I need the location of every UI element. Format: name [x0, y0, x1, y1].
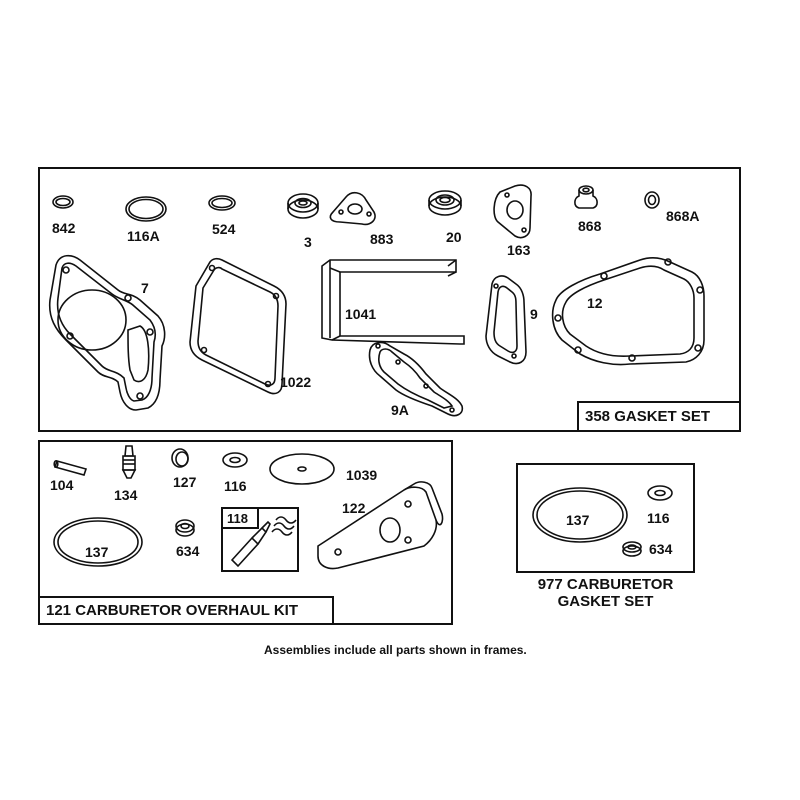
gasket-12-drawing: [551, 257, 705, 366]
label-137b: 137: [566, 512, 590, 528]
label-104: 104: [50, 477, 74, 493]
label-122: 122: [342, 500, 366, 516]
ring-116a-drawing: [125, 196, 167, 222]
washer-634b-drawing: [622, 541, 642, 557]
needle-134-drawing: [121, 445, 137, 479]
washer-116-drawing: [222, 452, 248, 468]
needle-valve-118-drawing: [230, 516, 297, 568]
label-116b: 116: [647, 510, 670, 526]
assemblies-caption: Assemblies include all parts shown in fr…: [264, 643, 527, 657]
spacer-122-drawing: [317, 481, 444, 570]
label-9: 9: [530, 306, 538, 322]
label-127: 127: [173, 474, 197, 490]
label-1039: 1039: [346, 467, 378, 483]
gasket-set-frame: [38, 167, 741, 432]
label-137: 137: [85, 544, 109, 560]
label-634: 634: [176, 543, 200, 559]
gasket-883-drawing: [329, 191, 376, 226]
seal-3-drawing: [287, 193, 319, 219]
label-524: 524: [212, 221, 236, 237]
ring-524-drawing: [208, 195, 236, 211]
gasket-163-drawing: [493, 184, 532, 239]
washer-868a-drawing: [644, 191, 660, 209]
ring-842-drawing: [52, 195, 74, 209]
label-9a: 9A: [391, 402, 409, 418]
label-12: 12: [587, 295, 603, 311]
plug-127-drawing: [171, 448, 189, 468]
strap-1041-drawing: [321, 259, 465, 345]
washer-634-drawing: [175, 519, 195, 537]
gasket-9-drawing: [485, 275, 527, 365]
sub-118-frame: [221, 507, 299, 572]
label-163: 163: [507, 242, 531, 258]
gasket-7-drawing: [48, 254, 166, 411]
carb-gasket-set-title: 977 CARBURETOR GASKET SET: [516, 571, 695, 615]
label-868a: 868A: [666, 208, 700, 224]
gasket-9a-drawing: [368, 341, 464, 417]
label-116a: 116A: [127, 228, 160, 244]
carb-gasket-set-title-line2: GASKET SET: [557, 593, 654, 610]
label-868: 868: [578, 218, 602, 234]
label-634b: 634: [649, 541, 673, 557]
disc-1039-drawing: [269, 453, 335, 485]
label-20: 20: [446, 229, 462, 245]
bushing-868-drawing: [574, 185, 598, 209]
washer-116b-drawing: [647, 485, 673, 501]
ring-137-drawing: [53, 517, 143, 567]
seal-20-drawing: [428, 190, 462, 216]
label-842: 842: [52, 220, 76, 236]
label-1041: 1041: [345, 306, 377, 322]
gasket-set-title: 358 GASKET SET: [577, 401, 741, 432]
pin-104-drawing: [53, 459, 88, 476]
label-116: 116: [224, 478, 247, 494]
sub-118-title: 118: [221, 507, 259, 529]
label-883: 883: [370, 231, 394, 247]
label-1022: 1022: [280, 374, 312, 390]
carb-gasket-set-title-line1: 977 CARBURETOR: [537, 576, 674, 593]
overhaul-kit-title: 121 CARBURETOR OVERHAUL KIT: [38, 596, 334, 625]
gasket-1022-drawing: [189, 257, 287, 395]
label-7: 7: [141, 280, 149, 296]
label-134: 134: [114, 487, 138, 503]
ring-137b-drawing: [532, 487, 628, 543]
label-3: 3: [304, 234, 312, 250]
